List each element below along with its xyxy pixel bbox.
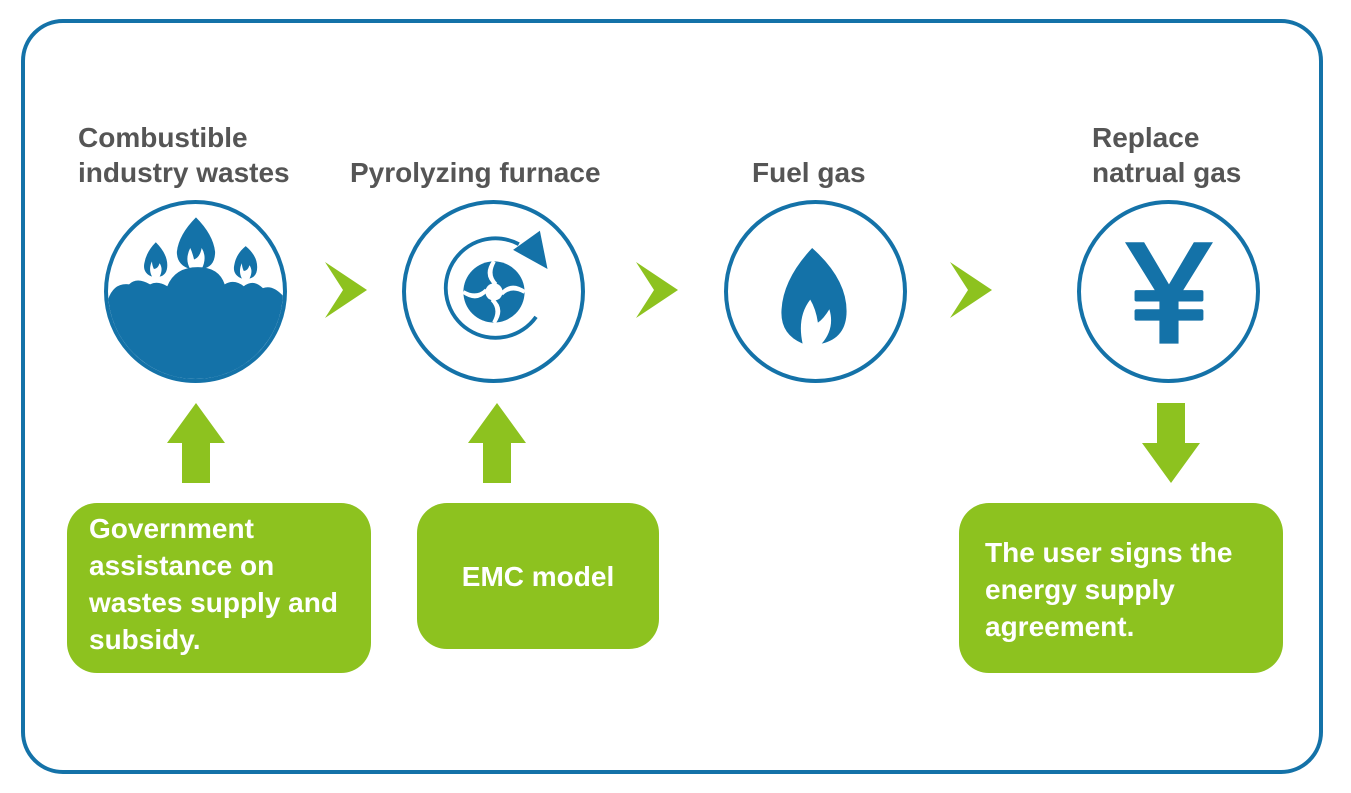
step-circle-combustible-wastes	[104, 200, 287, 383]
support-box-emc-model: EMC model	[417, 503, 659, 649]
title-line: Combustible	[78, 122, 248, 153]
diagram-frame	[21, 19, 1323, 774]
step-title-fuel-gas: Fuel gas	[752, 155, 866, 190]
burning-waste-icon	[108, 217, 283, 379]
step-title-replace-natural-gas: Replace natrual gas	[1092, 120, 1241, 190]
box-line: energy supply	[985, 574, 1175, 605]
box-line: subsidy.	[89, 624, 201, 655]
title-line: natrual gas	[1092, 157, 1242, 188]
flame-icon	[781, 247, 847, 344]
box-line: agreement.	[985, 611, 1135, 642]
step-circle-fuel-gas	[724, 200, 907, 383]
support-box-energy-supply-agreement: The user signs the energy supply agreeme…	[959, 503, 1283, 673]
pyrolysis-cycle-icon	[443, 230, 548, 340]
chevron-right-icon	[950, 262, 992, 318]
box-line: assistance on	[89, 550, 275, 581]
support-box-government-assistance: Government assistance on wastes supply a…	[67, 503, 371, 673]
chevron-right-icon	[325, 262, 367, 318]
title-line: Pyrolyzing furnace	[350, 157, 601, 188]
box-line: Government	[89, 513, 254, 544]
arrow-down-icon	[1142, 403, 1200, 483]
box-line: EMC model	[461, 560, 615, 592]
step-circle-replace-natural-gas	[1077, 200, 1260, 383]
step-circle-pyrolyzing-furnace	[402, 200, 585, 383]
step-title-pyrolyzing-furnace: Pyrolyzing furnace	[350, 155, 601, 190]
yen-icon	[1124, 242, 1213, 344]
box-line: The user signs the	[985, 537, 1233, 568]
title-line: Fuel gas	[752, 157, 866, 188]
box-line: wastes supply and	[89, 587, 338, 618]
chevron-right-icon	[636, 262, 678, 318]
step-title-combustible-wastes: Combustible industry wastes	[78, 120, 290, 190]
title-line: industry wastes	[78, 157, 290, 188]
arrow-up-icon	[468, 403, 526, 483]
title-line: Replace	[1092, 122, 1200, 153]
arrow-up-icon	[167, 403, 225, 483]
